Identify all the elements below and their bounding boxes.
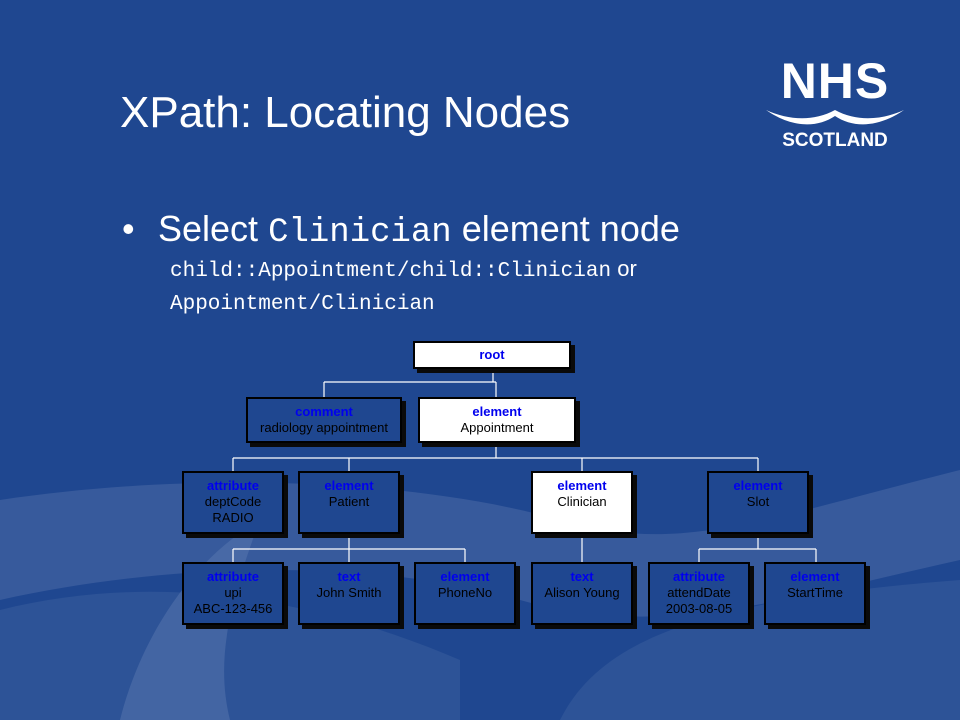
- slide-title: XPath: Locating Nodes: [120, 88, 571, 137]
- node-value: Clinician: [557, 494, 607, 509]
- node-kind: text: [570, 569, 594, 584]
- node-patient: element Patient: [298, 471, 400, 534]
- nhs-scotland-logo: NHS SCOTLAND: [762, 53, 908, 156]
- logo-text-nhs: NHS: [780, 53, 890, 109]
- node-kind: element: [472, 404, 522, 419]
- bullet-dot: •: [122, 208, 135, 249]
- or-label: or: [617, 256, 637, 281]
- bullet-prefix: Select: [158, 208, 259, 249]
- node-kind: attribute: [207, 569, 259, 584]
- node-value: Patient: [328, 494, 370, 509]
- node-phoneno: element PhoneNo: [414, 562, 516, 625]
- node-upi: attribute upi ABC-123-456: [182, 562, 284, 625]
- node-value: StartTime: [787, 585, 843, 600]
- node-starttime: element StartTime: [764, 562, 866, 625]
- node-john-smith: text John Smith: [298, 562, 400, 625]
- node-value-2: RADIO: [212, 510, 254, 525]
- xpath-line-2: Appointment/Clinician: [170, 289, 435, 316]
- node-kind: comment: [295, 404, 353, 419]
- node-value-2: ABC-123-456: [193, 601, 273, 616]
- node-value: Slot: [746, 494, 770, 509]
- bullet-code: Clinician: [268, 214, 452, 252]
- bullet-select-clinician: • Select Clinician element node: [122, 208, 680, 252]
- xpath-line-1: child::Appointment/child::Clinician or: [170, 256, 637, 283]
- node-value: Appointment: [460, 420, 534, 435]
- node-root: root: [413, 341, 571, 369]
- node-appointment: element Appointment: [418, 397, 576, 443]
- xpath-full-expression: child::Appointment/child::Clinician: [170, 260, 612, 283]
- node-value: Alison Young: [544, 585, 620, 600]
- node-slot: element Slot: [707, 471, 809, 534]
- node-value: John Smith: [316, 585, 382, 600]
- node-alison-young: text Alison Young: [531, 562, 633, 625]
- node-kind: element: [557, 478, 607, 493]
- node-attenddate: attribute attendDate 2003-08-05: [648, 562, 750, 625]
- node-kind: attribute: [673, 569, 725, 584]
- node-comment: comment radiology appointment: [246, 397, 402, 443]
- node-value: attendDate: [667, 585, 731, 600]
- logo-wave-icon: [766, 110, 904, 125]
- logo-text-scotland: SCOTLAND: [782, 130, 888, 151]
- node-kind: attribute: [207, 478, 259, 493]
- node-kind: element: [733, 478, 783, 493]
- node-value: PhoneNo: [437, 585, 493, 600]
- node-kind: element: [440, 569, 490, 584]
- node-kind: text: [337, 569, 361, 584]
- node-value-2: 2003-08-05: [665, 601, 733, 616]
- node-kind: element: [790, 569, 840, 584]
- node-kind: element: [324, 478, 374, 493]
- node-value: deptCode: [204, 494, 262, 509]
- node-clinician: element Clinician: [531, 471, 633, 534]
- node-value: upi: [224, 585, 242, 600]
- xpath-short-expression: Appointment/Clinician: [170, 293, 435, 316]
- node-value: radiology appointment: [260, 420, 388, 435]
- node-kind: root: [479, 347, 505, 362]
- bullet-suffix: element node: [461, 208, 680, 249]
- node-deptcode: attribute deptCode RADIO: [182, 471, 284, 534]
